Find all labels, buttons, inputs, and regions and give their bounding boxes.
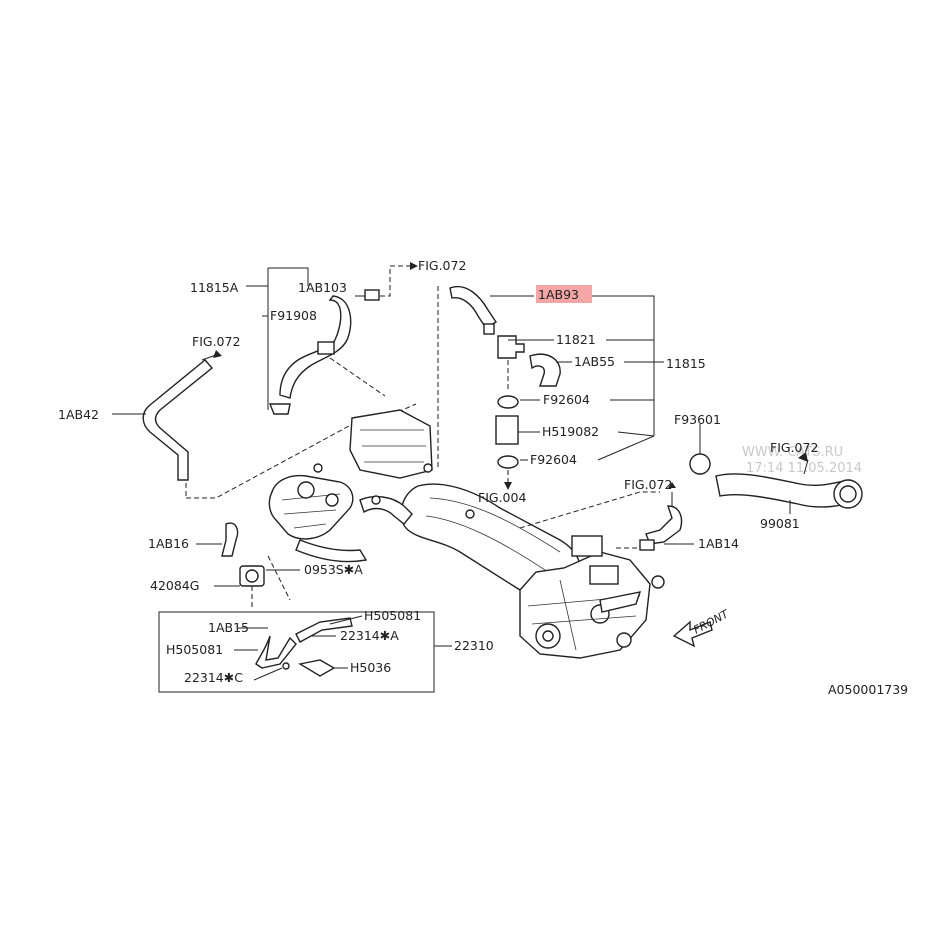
label-F91908: F91908 <box>270 308 317 323</box>
label-0953S-A: 0953S✱A <box>304 562 363 577</box>
label-fig072-left: FIG.072 <box>192 334 240 349</box>
diagram-code: A050001739 <box>828 682 908 697</box>
label-fig072-mid: FIG.072 <box>624 477 672 492</box>
label-22314-C: 22314✱C <box>184 670 243 685</box>
label-F93601: F93601 <box>674 412 721 427</box>
label-1AB14: 1AB14 <box>698 536 739 551</box>
watermark-line-2: 17:14 11.05.2014 <box>746 461 862 476</box>
label-H505081-b: H505081 <box>166 642 223 657</box>
label-11815A: 11815A <box>190 280 239 295</box>
boxed-group-22310 <box>158 611 452 693</box>
intake-manifold <box>268 409 665 659</box>
highlight-box <box>536 285 592 303</box>
label-fig072-top: FIG.072 <box>418 258 466 273</box>
label-1AB55: 1AB55 <box>574 354 615 369</box>
label-11821: 11821 <box>556 332 596 347</box>
label-1AB15: 1AB15 <box>208 620 249 635</box>
hose-1AB14 <box>639 482 694 551</box>
label-22310: 22310 <box>454 638 494 653</box>
label-22314-A: 22314✱A <box>340 628 399 643</box>
label-H5036: H5036 <box>350 660 391 675</box>
label-fig072-right: FIG.072 <box>770 440 818 455</box>
label-1AB42: 1AB42 <box>58 407 99 422</box>
label-H519082: H519082 <box>542 424 599 439</box>
label-11815: 11815 <box>666 356 706 371</box>
label-1AB16: 1AB16 <box>148 536 189 551</box>
label-1AB93: 1AB93 <box>538 287 579 302</box>
label-H505081-a: H505081 <box>364 608 421 623</box>
label-42084G: 42084G <box>150 578 199 593</box>
label-fig004: FIG.004 <box>478 490 526 505</box>
pcv-hose-stack <box>449 285 664 490</box>
label-F92604-b: F92604 <box>530 452 577 467</box>
watermark-line-1: WWW. CATS.RU <box>742 445 843 460</box>
label-front: FRONT <box>691 607 731 637</box>
hose-1AB42 <box>112 350 361 499</box>
label-F92604-a: F92604 <box>543 392 590 407</box>
label-99081: 99081 <box>760 516 800 531</box>
hose-1AB16-group <box>196 522 300 610</box>
label-1AB103: 1AB103 <box>298 280 347 295</box>
hose-99081 <box>689 424 863 514</box>
hose-group-11815A <box>246 262 418 415</box>
front-arrow <box>672 620 713 648</box>
